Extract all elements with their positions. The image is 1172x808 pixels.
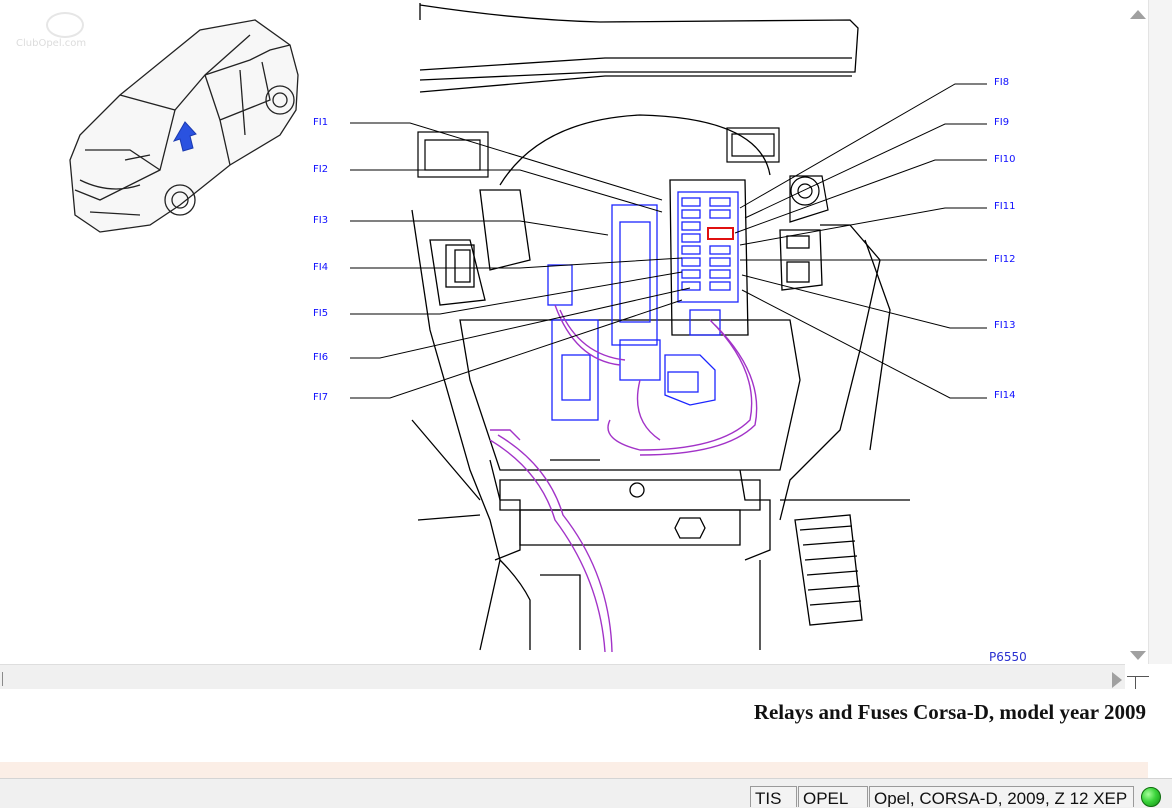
clubopel-logo-icon: [46, 12, 84, 38]
highlighted-fuse-marker: [707, 227, 734, 240]
scroll-left-icon[interactable]: [2, 672, 3, 686]
green-led-icon: [1141, 787, 1161, 807]
callout-fi12: FI12: [994, 254, 1016, 265]
figure-id: P6550: [989, 650, 1027, 664]
fusebox-diagram: [69, 3, 987, 653]
resize-corner-icon[interactable]: [1127, 676, 1149, 689]
callout-fi10: FI10: [994, 154, 1016, 165]
vertical-scrollbar[interactable]: [1148, 0, 1172, 664]
scroll-up-icon[interactable]: [1130, 10, 1146, 19]
scroll-down-icon[interactable]: [1130, 651, 1146, 660]
callout-fi1: FI1: [313, 117, 329, 128]
callout-fi5: FI5: [313, 308, 329, 319]
callout-fi2: FI2: [313, 164, 329, 175]
callout-fi11: FI11: [994, 201, 1016, 212]
status-brand: OPEL: [798, 786, 868, 807]
document-caption: Relays and Fuses Corsa-D, model year 200…: [753, 700, 1146, 724]
diagram-viewer[interactable]: ClubOpel.com FI1 FI2 FI3 FI4 FI5 FI6 FI7…: [0, 0, 1125, 664]
callout-fi13: FI13: [994, 320, 1016, 331]
callout-fi7: FI7: [313, 392, 329, 403]
horizontal-scrollbar[interactable]: [0, 664, 1125, 689]
callout-fi8: FI8: [994, 77, 1010, 88]
scroll-right-icon[interactable]: [1112, 672, 1122, 688]
fuse-box: [547, 179, 749, 421]
watermark: ClubOpel.com: [16, 38, 87, 49]
status-vehicle: Opel, CORSA-D, 2009, Z 12 XEP: [869, 786, 1134, 807]
status-app: TIS: [750, 786, 797, 807]
dashboard-outline: [419, 3, 859, 93]
callout-fi9: FI9: [994, 117, 1010, 128]
callout-fi3: FI3: [313, 215, 329, 226]
wire-harness: [489, 304, 758, 653]
location-arrow-icon: [172, 121, 197, 152]
callout-fi6: FI6: [313, 352, 329, 363]
callout-leaders: [350, 83, 987, 399]
separator-band: [0, 762, 1148, 778]
callout-fi14: FI14: [994, 390, 1016, 401]
callout-fi4: FI4: [313, 262, 329, 273]
center-console: [411, 114, 910, 651]
